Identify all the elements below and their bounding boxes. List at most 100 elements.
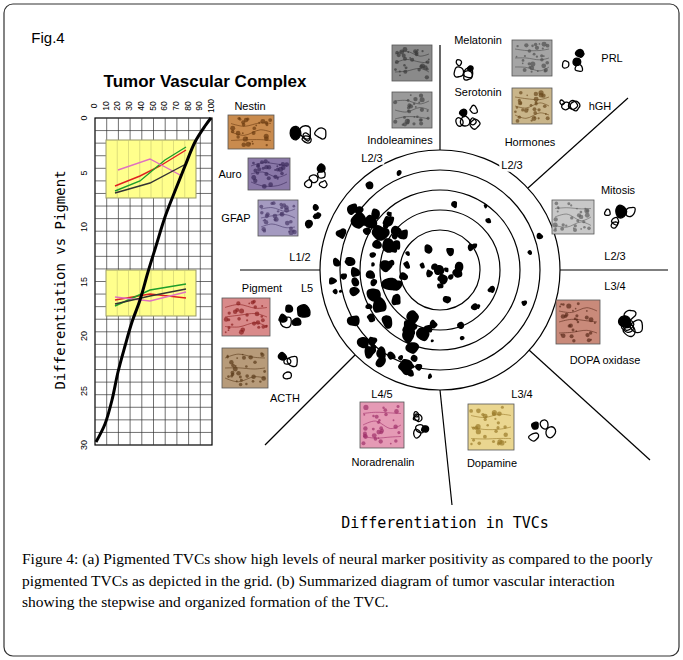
micrograph [468,404,514,450]
micrograph-dot [586,209,589,212]
micrograph-dot [268,118,272,122]
tumor-cell-cluster [387,351,395,359]
tumor-cell-cluster [333,258,341,267]
micrograph-dot [378,437,380,439]
tumor-cell-cluster [488,286,495,293]
micrograph-dot [361,441,365,445]
line-sketch [278,352,297,378]
micrograph-dot [570,334,574,338]
inset-background [106,270,196,316]
micrograph-dot [554,217,558,221]
micrograph-dot [399,70,401,72]
micrograph-dot [260,119,265,124]
line-sketch [560,100,580,111]
concentric-ring [360,190,520,350]
micrograph-dot [375,415,379,419]
micrograph-dot [245,383,247,385]
tumor-cell-cluster [383,223,389,229]
tumor-cell-cluster [472,243,477,248]
micrograph-dot [292,230,296,234]
marker-name: ACTH [270,392,300,405]
sketch-outline [562,102,571,110]
micrograph-dot [492,440,495,443]
micrograph-texture [225,304,267,308]
micrograph-dot [393,100,397,104]
micrograph-texture [225,377,265,382]
micrograph [392,45,432,81]
micrograph-dot [570,216,573,219]
micrograph-dot [559,306,561,308]
sketch-outline [573,58,581,66]
micrograph-dot [560,303,562,305]
tumor-cell-cluster [399,272,408,280]
micrograph-dot [244,118,248,122]
micrograph-dot [403,64,405,66]
micrograph-dot [264,172,268,176]
sketch-outline [605,209,611,215]
grid-line [95,382,212,383]
micrograph-dot [236,371,241,376]
micrograph-dot [254,305,258,309]
micrograph-dot [496,426,499,429]
micrograph-dot [585,213,590,218]
micrograph-dot [416,115,419,118]
micrograph-texture [515,49,549,51]
sketch-outline [286,305,293,312]
micrograph-dot [418,102,420,104]
tvc-circle-diagram [240,45,668,505]
tumor-cell-cluster [444,268,448,273]
micrograph-dot [589,317,594,322]
micrograph-dot [410,58,414,62]
axis-tick: 70 [172,101,182,110]
tumor-cell-cluster [402,329,414,344]
micrograph-dot [403,47,408,52]
micrograph-dot [522,63,524,65]
micrograph-dot [514,110,517,113]
sketch-outline [414,429,421,438]
micrograph [228,115,274,149]
micrograph-dot [555,202,559,206]
micrograph-dot [486,424,489,427]
tumor-cell-cluster [415,364,422,371]
micrograph-dot [577,321,580,324]
micrograph-dot [419,122,423,126]
axis-tick: 20 [114,101,124,110]
sketch-outline [464,71,473,80]
micrograph-dot [277,210,279,212]
micrograph-dot [407,99,410,102]
micrograph-dot [503,425,506,428]
micrograph-dot [546,116,550,120]
sector-divider [529,350,650,460]
micrograph-dot [503,432,507,436]
micrograph-dot [259,205,263,209]
micrograph-dot [417,68,420,71]
micrograph-dot [236,357,238,359]
micrograph-dot [540,58,543,61]
micrograph-dot [261,227,265,231]
trend-curve [96,118,211,442]
micrograph-dot [565,225,567,227]
micrograph-dot [575,308,577,310]
micrograph-dot [544,69,547,72]
micrograph-dot [545,113,547,115]
marker-name: Noradrenalin [352,456,415,469]
micrograph-dot [372,415,375,418]
tumor-cell-cluster [391,240,400,249]
micrograph-texture [251,182,287,186]
micrograph [556,300,600,344]
micrograph-dot [252,126,256,130]
tumor-cell-cluster [411,355,418,362]
micrograph-dot [574,224,577,227]
micrograph-dot [567,202,570,205]
micrograph-dot [405,119,410,124]
line-sketch [562,50,584,72]
tumor-cell-cluster [329,277,337,284]
inset-series [115,289,186,304]
micrograph-dot [363,426,367,430]
micrograph-dot [543,55,545,57]
micrograph-dot [251,375,256,380]
line-sketch [456,105,480,129]
micrograph [552,200,594,234]
micrograph-dot [226,356,229,359]
micrograph-dot [231,130,234,133]
